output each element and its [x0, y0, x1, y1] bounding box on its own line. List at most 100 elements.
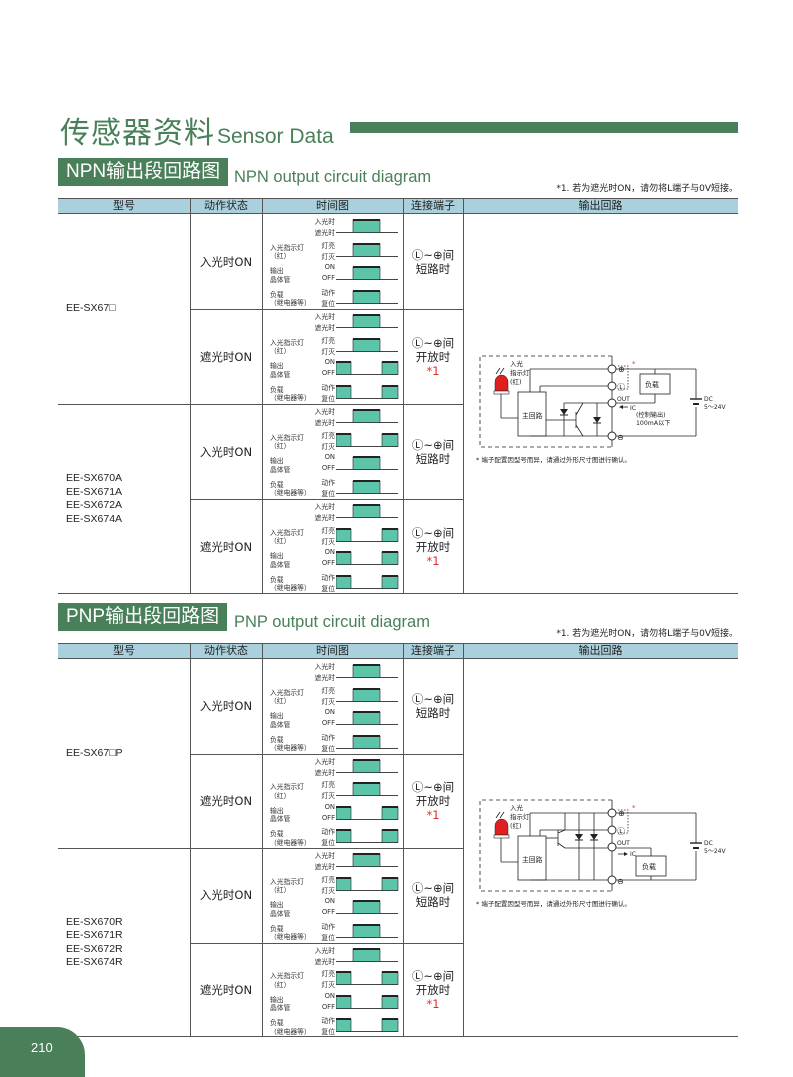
state-low-label: 灯灭	[321, 347, 335, 356]
state-low-label: 灯灭	[321, 442, 335, 451]
signal-name-line: 负载	[270, 480, 284, 489]
model-name: EE-SX670A	[66, 472, 123, 484]
timing-waveform	[336, 432, 399, 447]
state-low-label: 遮光时	[314, 229, 335, 237]
timing-waveform	[336, 574, 399, 589]
state-high-label: ON	[324, 802, 335, 811]
circuit-label: (红)	[510, 377, 522, 386]
circuit-label: *	[632, 804, 636, 812]
signal-name-line: （红）	[270, 886, 291, 894]
signal-name: 负载（继电器等）	[270, 1019, 311, 1036]
column-header: 动作状态	[204, 644, 248, 657]
column-header: 连接端子	[411, 199, 455, 212]
row-divider	[190, 309, 463, 311]
timing-row: 入光指示灯（红）灯亮灯灭	[262, 334, 403, 358]
timing-waveform	[336, 314, 398, 328]
operation-mode: 遮光时ON	[199, 349, 253, 364]
timing-waveform	[336, 479, 398, 494]
terminal-connection: Ⓛ~⊕间短路时	[403, 404, 463, 499]
operation-mode: 遮光时ON	[199, 982, 253, 997]
column-header: 输出回路	[578, 199, 623, 212]
column-divider	[463, 643, 465, 1037]
terminal-pair: Ⓛ~⊕间	[411, 247, 455, 262]
signal-name-line: 负载	[270, 830, 284, 838]
signal-name: 负载（继电器等）	[270, 830, 311, 847]
terminal-connection: Ⓛ~⊕间开放时*1	[403, 754, 463, 849]
circuit-label: ⊖	[617, 433, 624, 442]
state-high-label: ON	[324, 453, 335, 461]
table-header: 型号动作状态时间图连接端子输出回路	[58, 198, 738, 214]
signal-name-line: 晶体管	[270, 275, 291, 284]
column-header: 时间图	[316, 644, 349, 657]
signal-name-line: 晶体管	[270, 560, 291, 569]
operation-mode: 入光时ON	[199, 254, 253, 269]
state-high-label: 入光时	[314, 757, 335, 766]
signal-name: 入光指示灯（红）	[270, 434, 304, 451]
state-low-label: OFF	[321, 719, 335, 727]
circuit-label: 入光	[510, 359, 524, 368]
terminal-state: 短路时	[415, 451, 451, 466]
timing-waveform	[336, 384, 399, 399]
state-high-label: 入光时	[314, 408, 335, 416]
state-low-label: 遮光时	[314, 863, 335, 871]
timing-row: 入光时遮光时	[262, 215, 403, 239]
model-name: EE-SX671A	[66, 485, 123, 498]
circuit-label: *	[632, 360, 636, 368]
signal-name-line: （继电器等）	[270, 584, 311, 592]
page-title: 传感器资料Sensor Data	[60, 116, 334, 151]
timing-waveform	[336, 504, 398, 518]
terminal-icon	[607, 842, 617, 852]
state-high-label: 灯亮	[321, 686, 335, 695]
timing-waveform	[336, 994, 399, 1009]
timing-waveform	[336, 782, 398, 796]
model-name: EE-SX670R	[66, 915, 123, 928]
signal-name: 负载（继电器等）	[270, 736, 311, 753]
signal-name-line: 输出	[270, 901, 284, 909]
circuit-label: ⊕	[618, 365, 625, 374]
timing-row: 入光时遮光时	[262, 944, 403, 968]
terminal-connection: Ⓛ~⊕间短路时	[403, 659, 463, 754]
signal-name: 入光指示灯（红）	[270, 529, 304, 546]
signal-name: 输出晶体管	[270, 807, 290, 824]
circuit-label: IC	[630, 405, 636, 412]
state-high-label: 灯亮	[321, 526, 335, 535]
signal-name-line: 晶体管	[270, 720, 291, 729]
footnote-mark: *1	[426, 553, 440, 568]
timing-waveform	[336, 456, 398, 470]
timing-row: 负载（继电器等）动作复位	[262, 825, 403, 849]
section-footnote: *1. 若为遮光时ON，请勿将L端子与0V短接。	[556, 629, 738, 639]
signal-name-line: （红）	[270, 697, 291, 705]
state-high-label: 灯亮	[321, 781, 335, 789]
state-low-label: 遮光时	[314, 324, 335, 332]
state-high-label: 入光时	[314, 313, 335, 321]
row-divider	[190, 942, 463, 944]
timing-row: 入光时遮光时	[262, 660, 403, 684]
signal-name-line: 负载	[270, 290, 284, 299]
terminal-icon	[607, 875, 617, 885]
timing-waveform	[336, 711, 398, 725]
signal-name-line: 入光指示灯	[270, 972, 304, 980]
signal-name-line: 负载	[270, 1019, 284, 1027]
terminal-icon	[607, 825, 617, 835]
circuit-label: Ⓛ	[617, 383, 625, 392]
timing-waveform	[336, 361, 399, 375]
timing-row: 负载（继电器等）动作复位	[262, 286, 403, 310]
timing-waveform	[336, 734, 398, 749]
state-high-label: ON	[324, 548, 335, 556]
signal-name-line: （红）	[270, 980, 291, 989]
circuit-label: 100mA以下	[636, 420, 670, 427]
signal-name: 输出晶体管	[270, 712, 290, 729]
terminal-pair: Ⓛ~⊕间	[411, 692, 455, 707]
terminal-connection: Ⓛ~⊕间短路时	[403, 214, 463, 309]
timing-row: 负载（继电器等）动作复位	[262, 476, 403, 500]
operation-mode: 遮光时ON	[199, 539, 253, 554]
state-high-label: 动作	[321, 828, 335, 836]
